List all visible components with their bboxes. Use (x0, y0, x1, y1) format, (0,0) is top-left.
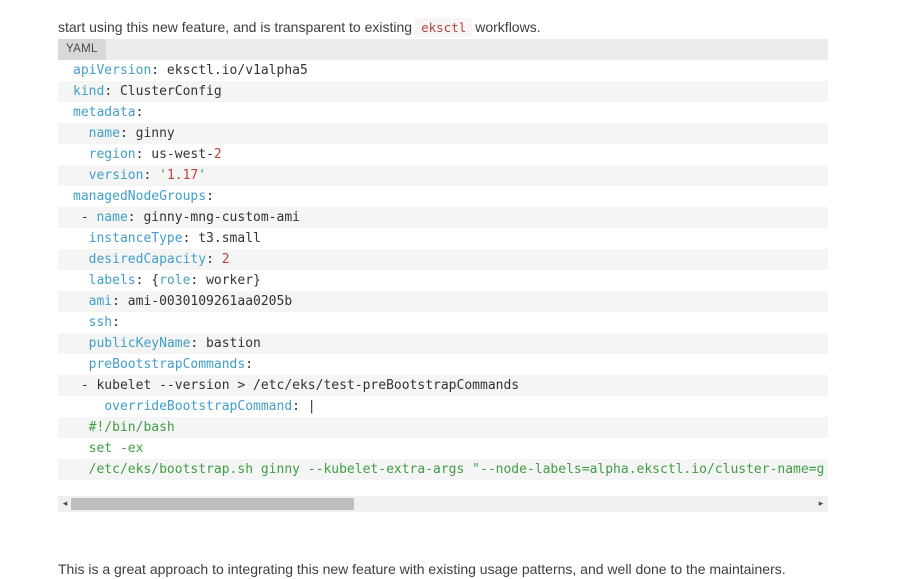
code-line: #!/bin/bash (58, 417, 828, 438)
horizontal-scrollbar[interactable]: ◂ ▸ (58, 496, 828, 512)
code-block-gap (58, 480, 828, 496)
code-line: overrideBootstrapCommand: | (104, 399, 316, 414)
code-line: desiredCapacity: 2 (58, 249, 828, 270)
code-line: version: '1.17' (58, 165, 828, 186)
intro-paragraph: start using this new feature, and is tra… (58, 17, 848, 38)
code-line: ssh: (88, 315, 120, 330)
code-block: YAML apiVersion: eksctl.io/v1alpha5 kind:… (58, 39, 828, 512)
code-line: - name: ginny-mng-custom-ami (58, 207, 828, 228)
code-line: managedNodeGroups: (73, 189, 214, 204)
code-line: metadata: (73, 105, 144, 120)
code-line: instanceType: t3.small (88, 231, 261, 246)
code-line: name: ginny (58, 123, 828, 144)
code-line: - kubelet --version > /etc/eks/test-preB… (58, 375, 828, 396)
code-line: labels: {role: worker} (88, 273, 261, 288)
scroll-right-arrow-icon[interactable]: ▸ (818, 499, 824, 509)
code-line: region: us-west-2 (88, 147, 222, 162)
code-line: apiVersion: eksctl.io/v1alpha5 (73, 63, 308, 78)
code-line: set -ex (88, 441, 144, 456)
code-lines: apiVersion: eksctl.io/v1alpha5 kind: Clus… (58, 60, 828, 480)
scroll-left-arrow-icon[interactable]: ◂ (62, 499, 68, 509)
code-block-header: YAML (58, 39, 828, 60)
code-line: /etc/eks/bootstrap.sh ginny --kubelet-ex… (58, 459, 828, 480)
scrollbar-thumb[interactable] (71, 498, 355, 510)
intro-text-before: start using this new feature, and is tra… (58, 19, 413, 35)
code-line: publicKeyName: bastion (58, 333, 828, 354)
code-language-tab: YAML (58, 39, 106, 60)
code-line: ami: ami-0030109261aa0205b (58, 291, 828, 312)
code-line: kind: ClusterConfig (58, 81, 828, 102)
outro-paragraph: This is a great approach to integrating … (58, 561, 786, 577)
intro-text-after: workflows. (475, 19, 541, 35)
code-line: preBootstrapCommands: (88, 357, 254, 372)
inline-code-eksctl: eksctl (415, 18, 473, 37)
